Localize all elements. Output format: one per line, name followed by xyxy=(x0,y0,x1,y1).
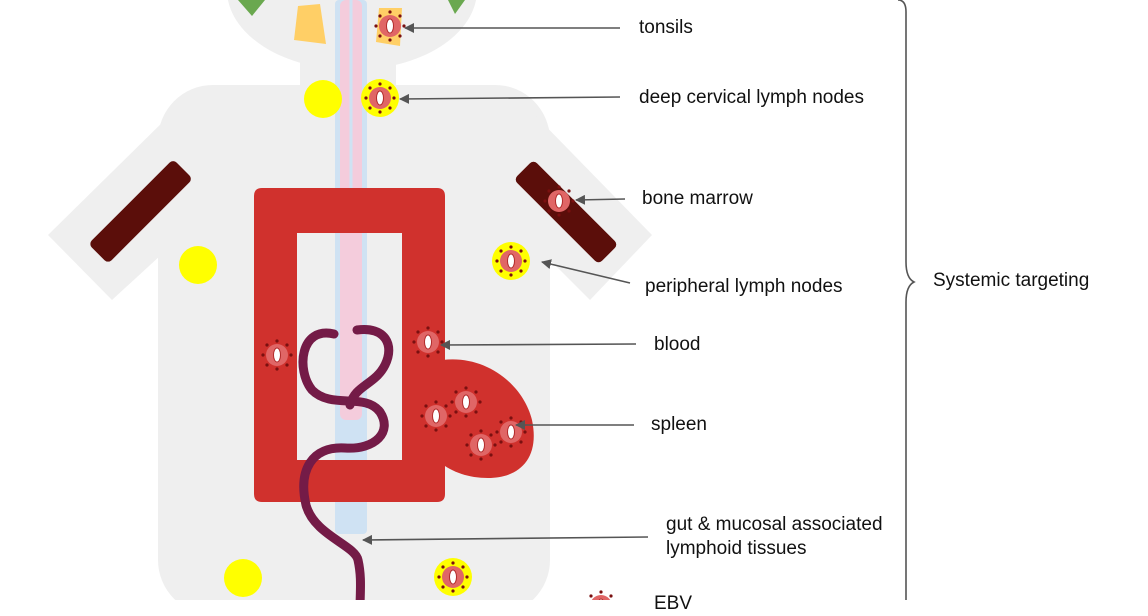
gut xyxy=(298,328,389,600)
label-deep-cervical-lymph-nodes: deep cervical lymph nodes xyxy=(639,87,864,108)
systemic-bracket xyxy=(897,0,916,600)
lymph-node-lower-left xyxy=(224,559,262,597)
label-peripheral-lymph-nodes: peripheral lymph nodes xyxy=(645,276,843,297)
ebv-virus-icon xyxy=(542,184,576,218)
ebv-virus-icon xyxy=(373,9,407,43)
ebv-virus-icon xyxy=(464,428,498,462)
gut-upper-loop xyxy=(345,324,394,410)
label-gut-line2: lymphoid tissues xyxy=(666,538,807,559)
blood-frame xyxy=(254,188,445,502)
ebv-virus-icon xyxy=(411,325,445,359)
ebv-virus-icon xyxy=(363,81,397,115)
arrow-bone-marrow xyxy=(575,194,626,205)
bone-marrow-right xyxy=(515,161,617,263)
ebv-virus-icon xyxy=(494,244,528,278)
ebv-virus-icon-legend xyxy=(584,589,618,600)
lymph-node-cervical-left xyxy=(304,80,342,118)
green-triangle-left xyxy=(238,0,265,16)
ebv-virus-icon xyxy=(494,415,528,449)
label-systemic-targeting: Systemic targeting xyxy=(933,270,1090,291)
lymph-node-peripheral-left xyxy=(179,246,217,284)
label-gut-line1: gut & mucosal associated xyxy=(666,514,883,535)
green-triangle-right xyxy=(448,0,465,14)
arrow-gut xyxy=(362,534,649,545)
ebv-virus-icon xyxy=(419,399,453,433)
ebv-virus-icon xyxy=(436,560,470,594)
ebv-virus-icon xyxy=(449,385,483,419)
label-tonsils: tonsils xyxy=(639,17,693,38)
arrow-blood xyxy=(440,339,637,350)
bone-marrow-left xyxy=(90,161,191,262)
immune-targeting-diagram xyxy=(48,0,916,600)
ebv-virus-icon xyxy=(260,338,294,372)
label-bone-marrow: bone marrow xyxy=(642,188,753,209)
label-spleen: spleen xyxy=(651,414,707,435)
tonsil-left xyxy=(294,4,326,44)
arrow-deep-cervical xyxy=(399,93,621,104)
label-legend-ebv: EBV xyxy=(654,593,693,614)
label-blood: blood xyxy=(654,334,701,355)
arrow-peripheral xyxy=(541,259,631,284)
spleen xyxy=(420,359,534,478)
